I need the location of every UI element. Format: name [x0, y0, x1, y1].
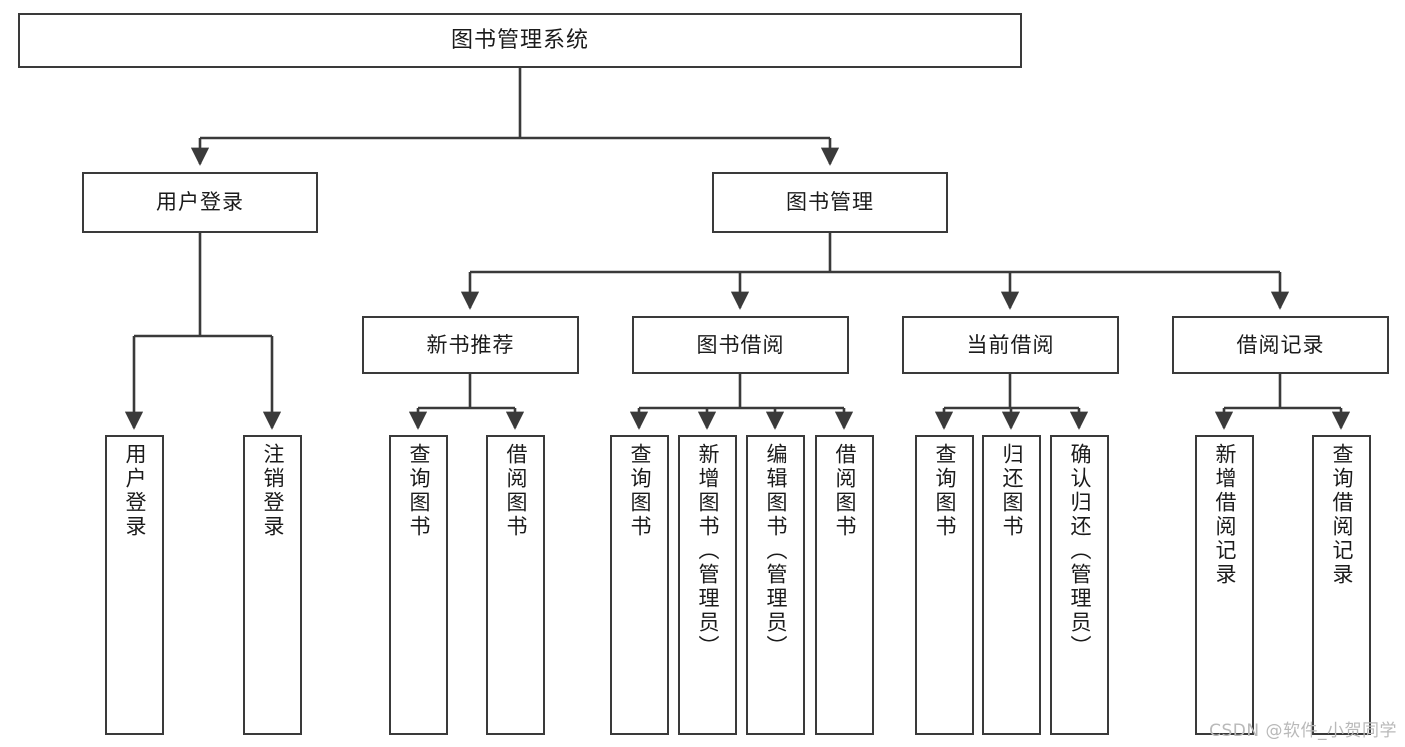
leaf-user-login[interactable]: 用户登录	[105, 435, 164, 735]
node-root[interactable]: 图书管理系统	[18, 13, 1022, 68]
leaf-borrow-book-2-label: 借阅图书	[833, 443, 857, 539]
watermark: CSDN @软件_小贺同学	[1209, 721, 1397, 741]
leaf-edit-book-label: 编辑图书（管理员）	[764, 443, 788, 659]
leaf-logout-label: 注销登录	[261, 443, 285, 539]
leaf-confirm-return-label: 确认归还（管理员）	[1068, 443, 1092, 659]
node-current-borrow[interactable]: 当前借阅	[902, 316, 1119, 374]
leaf-query-book-1-label: 查询图书	[407, 443, 431, 539]
leaf-add-record[interactable]: 新增借阅记录	[1195, 435, 1254, 735]
leaf-query-book-2-label: 查询图书	[628, 443, 652, 539]
leaf-query-book-2[interactable]: 查询图书	[610, 435, 669, 735]
leaf-add-book[interactable]: 新增图书（管理员）	[678, 435, 737, 735]
leaf-add-record-label: 新增借阅记录	[1213, 443, 1237, 587]
leaf-return-book-label: 归还图书	[1000, 443, 1024, 539]
leaf-user-login-label: 用户登录	[123, 443, 147, 539]
leaf-query-record-label: 查询借阅记录	[1330, 443, 1354, 587]
leaf-confirm-return[interactable]: 确认归还（管理员）	[1050, 435, 1109, 735]
node-book-borrow-label: 图书借阅	[696, 332, 785, 357]
node-root-label: 图书管理系统	[450, 27, 589, 53]
leaf-query-book-1[interactable]: 查询图书	[389, 435, 448, 735]
leaf-add-book-label: 新增图书（管理员）	[696, 443, 720, 659]
leaf-borrow-book-1[interactable]: 借阅图书	[486, 435, 545, 735]
leaf-query-book-3-label: 查询图书	[933, 443, 957, 539]
node-borrow-record[interactable]: 借阅记录	[1172, 316, 1389, 374]
node-book-manage[interactable]: 图书管理	[712, 172, 948, 233]
leaf-borrow-book-2[interactable]: 借阅图书	[815, 435, 874, 735]
node-borrow-record-label: 借阅记录	[1236, 332, 1325, 357]
node-new-book-recommend-label: 新书推荐	[426, 332, 515, 357]
leaf-query-book-3[interactable]: 查询图书	[915, 435, 974, 735]
node-book-manage-label: 图书管理	[786, 190, 874, 215]
node-user-login-label: 用户登录	[156, 190, 244, 215]
leaf-borrow-book-1-label: 借阅图书	[504, 443, 528, 539]
leaf-query-record[interactable]: 查询借阅记录	[1312, 435, 1371, 735]
leaf-return-book[interactable]: 归还图书	[982, 435, 1041, 735]
node-new-book-recommend[interactable]: 新书推荐	[362, 316, 579, 374]
leaf-logout[interactable]: 注销登录	[243, 435, 302, 735]
node-book-borrow[interactable]: 图书借阅	[632, 316, 849, 374]
leaf-edit-book[interactable]: 编辑图书（管理员）	[746, 435, 805, 735]
node-user-login[interactable]: 用户登录	[82, 172, 318, 233]
node-current-borrow-label: 当前借阅	[966, 332, 1055, 357]
